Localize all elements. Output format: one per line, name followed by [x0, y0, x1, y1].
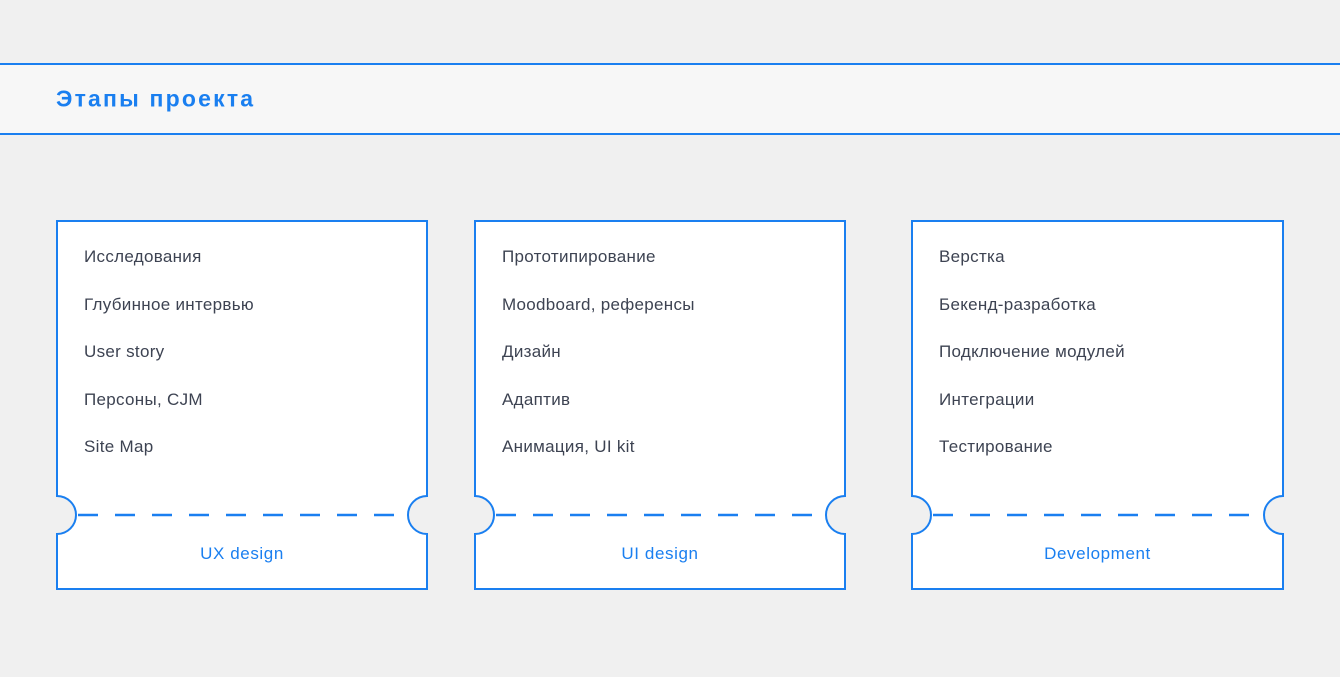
list-item: User story: [84, 342, 165, 361]
list-item: Тестирование: [939, 437, 1053, 456]
list-item: Подключение модулей: [939, 342, 1125, 361]
stage-card-footer-label: Development: [1044, 544, 1151, 563]
list-item: Прототипирование: [502, 247, 656, 266]
stage-card-footer: UI design: [474, 518, 846, 590]
list-item: Исследования: [84, 247, 202, 266]
stage-card-development[interactable]: Верстка Бекенд-разработка Подключение мо…: [911, 220, 1284, 590]
list-item: Глубинное интервью: [84, 294, 254, 314]
list-item: Верстка: [939, 247, 1005, 266]
list-item: Адаптив: [502, 389, 571, 409]
list-item: Moodboard, референсы: [502, 294, 695, 314]
stage-card-ui[interactable]: Прототипирование Moodboard, референсы Ди…: [474, 220, 846, 590]
list-item: Дизайн: [502, 342, 561, 361]
list-item: Персоны, CJM: [84, 389, 203, 409]
list-item: Анимация, UI kit: [502, 437, 635, 456]
page-header-band: Этапы проекта: [0, 63, 1340, 135]
stage-card-ux[interactable]: Исследования Глубинное интервью User sto…: [56, 220, 428, 590]
ticket-outline-shape: [56, 220, 428, 590]
stage-card-item-list: Исследования Глубинное интервью User sto…: [56, 220, 428, 515]
stages-card-row: Исследования Глубинное интервью User sto…: [56, 220, 1284, 590]
stage-card-footer: UX design: [56, 518, 428, 590]
list-item: Бекенд-разработка: [939, 294, 1097, 314]
list-item: Site Map: [84, 437, 154, 456]
stage-card-item-list: Верстка Бекенд-разработка Подключение мо…: [911, 220, 1284, 515]
stage-card-footer-label: UI design: [621, 544, 699, 563]
list-item: Интеграции: [939, 389, 1035, 409]
stage-card-item-list: Прототипирование Moodboard, референсы Ди…: [474, 220, 846, 515]
ticket-outline-shape: [911, 220, 1284, 590]
ticket-outline-shape: [474, 220, 846, 590]
page-title: Этапы проекта: [56, 85, 256, 112]
stage-card-footer-label: UX design: [200, 544, 284, 563]
stage-card-footer: Development: [911, 518, 1284, 590]
